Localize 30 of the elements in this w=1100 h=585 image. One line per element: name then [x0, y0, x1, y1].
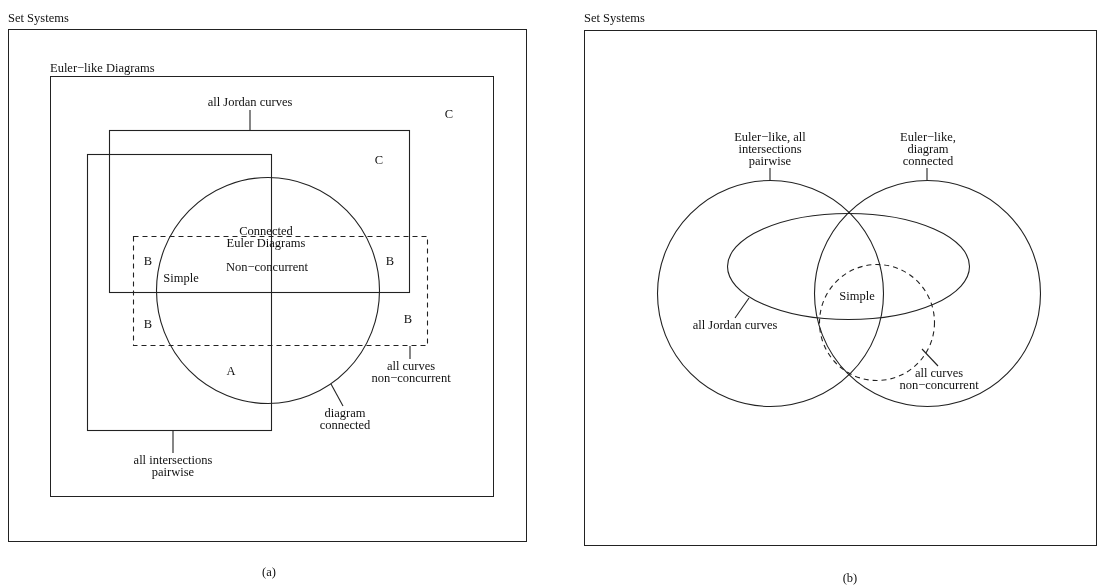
region-label: Simple: [839, 290, 875, 302]
leader-line: [921, 348, 939, 367]
region-label: C: [374, 154, 384, 166]
region-label: (b): [842, 572, 858, 584]
leader-line: [249, 109, 251, 131]
leader-line: [172, 430, 174, 454]
region-label: A: [226, 365, 236, 377]
region-label: Simple: [163, 272, 199, 284]
callout-text: diagram connected: [315, 407, 375, 431]
leader-line: [926, 167, 928, 181]
callout-text: all Jordan curves: [692, 319, 778, 331]
callout-text: all Jordan curves: [207, 96, 293, 108]
leader-line: [734, 297, 750, 319]
set-title: Set Systems: [8, 12, 69, 24]
region-label: B: [143, 318, 153, 330]
callout-text: all curves non−concurrent: [894, 367, 984, 391]
callout-text: all intersections pairwise: [123, 454, 223, 478]
callout-text: Euler−like, all intersections pairwise: [722, 131, 818, 167]
set-title: Euler−like Diagrams: [50, 62, 155, 74]
region-label: B: [143, 255, 153, 267]
leader-line: [330, 383, 344, 407]
leader-line: [769, 167, 771, 181]
region-label: B: [385, 255, 395, 267]
leader-line: [409, 345, 411, 360]
set-title: Set Systems: [584, 12, 645, 24]
region-label: C: [444, 108, 454, 120]
region-label: (a): [262, 566, 276, 578]
region-label: B: [403, 313, 413, 325]
callout-text: Euler−like, diagram connected: [893, 131, 963, 167]
callout-text: all curves non−concurrent: [366, 360, 456, 384]
